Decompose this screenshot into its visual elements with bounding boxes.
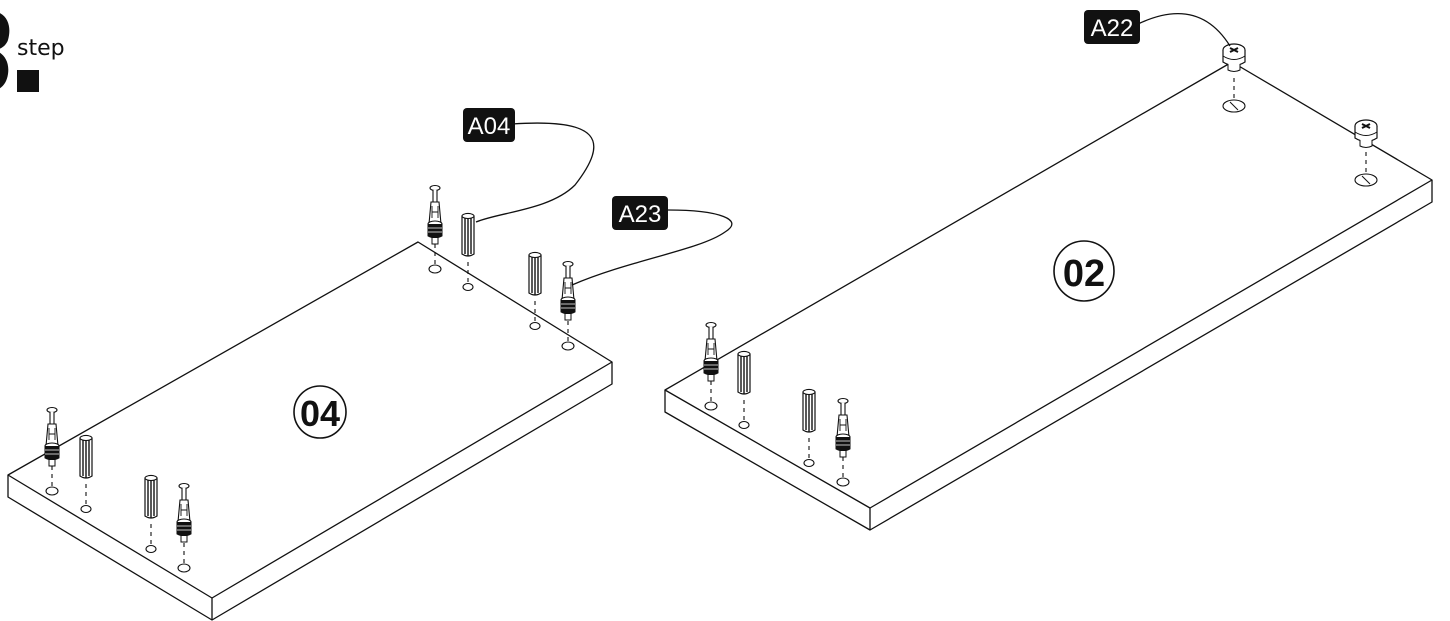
step-number-glyph [0, 13, 10, 89]
dowel-icon [528, 251, 542, 296]
cam-bolt-icon [44, 406, 60, 467]
dowel-icon [737, 350, 751, 395]
panel-02-label: 02 [1063, 253, 1105, 295]
dowel-icon [802, 388, 816, 433]
cam-bolt-icon [703, 321, 719, 382]
dowel-icon [144, 474, 158, 519]
dowel-icon [79, 434, 93, 479]
panel-04-label: 04 [300, 393, 340, 434]
panel-02: 02 [664, 43, 1433, 531]
panel-02-guides [710, 78, 1367, 477]
panel-04-holes [45, 264, 575, 573]
cam-bolt-icon [427, 184, 443, 245]
cam-bolt-icon [560, 260, 576, 321]
panel-04: 04 [7, 184, 613, 621]
callout-a23: A23 [571, 196, 733, 286]
step-square-icon [17, 70, 39, 92]
dowel-icon [461, 212, 475, 257]
callout-a23-label: A23 [619, 201, 662, 228]
panel-04-guides [51, 244, 569, 563]
callout-a04: A04 [463, 108, 595, 223]
step-label: step [17, 36, 65, 61]
callout-a22-label: A22 [1091, 15, 1134, 42]
callout-a04-label: A04 [468, 113, 511, 140]
callout-a22: A22 [1084, 10, 1231, 47]
